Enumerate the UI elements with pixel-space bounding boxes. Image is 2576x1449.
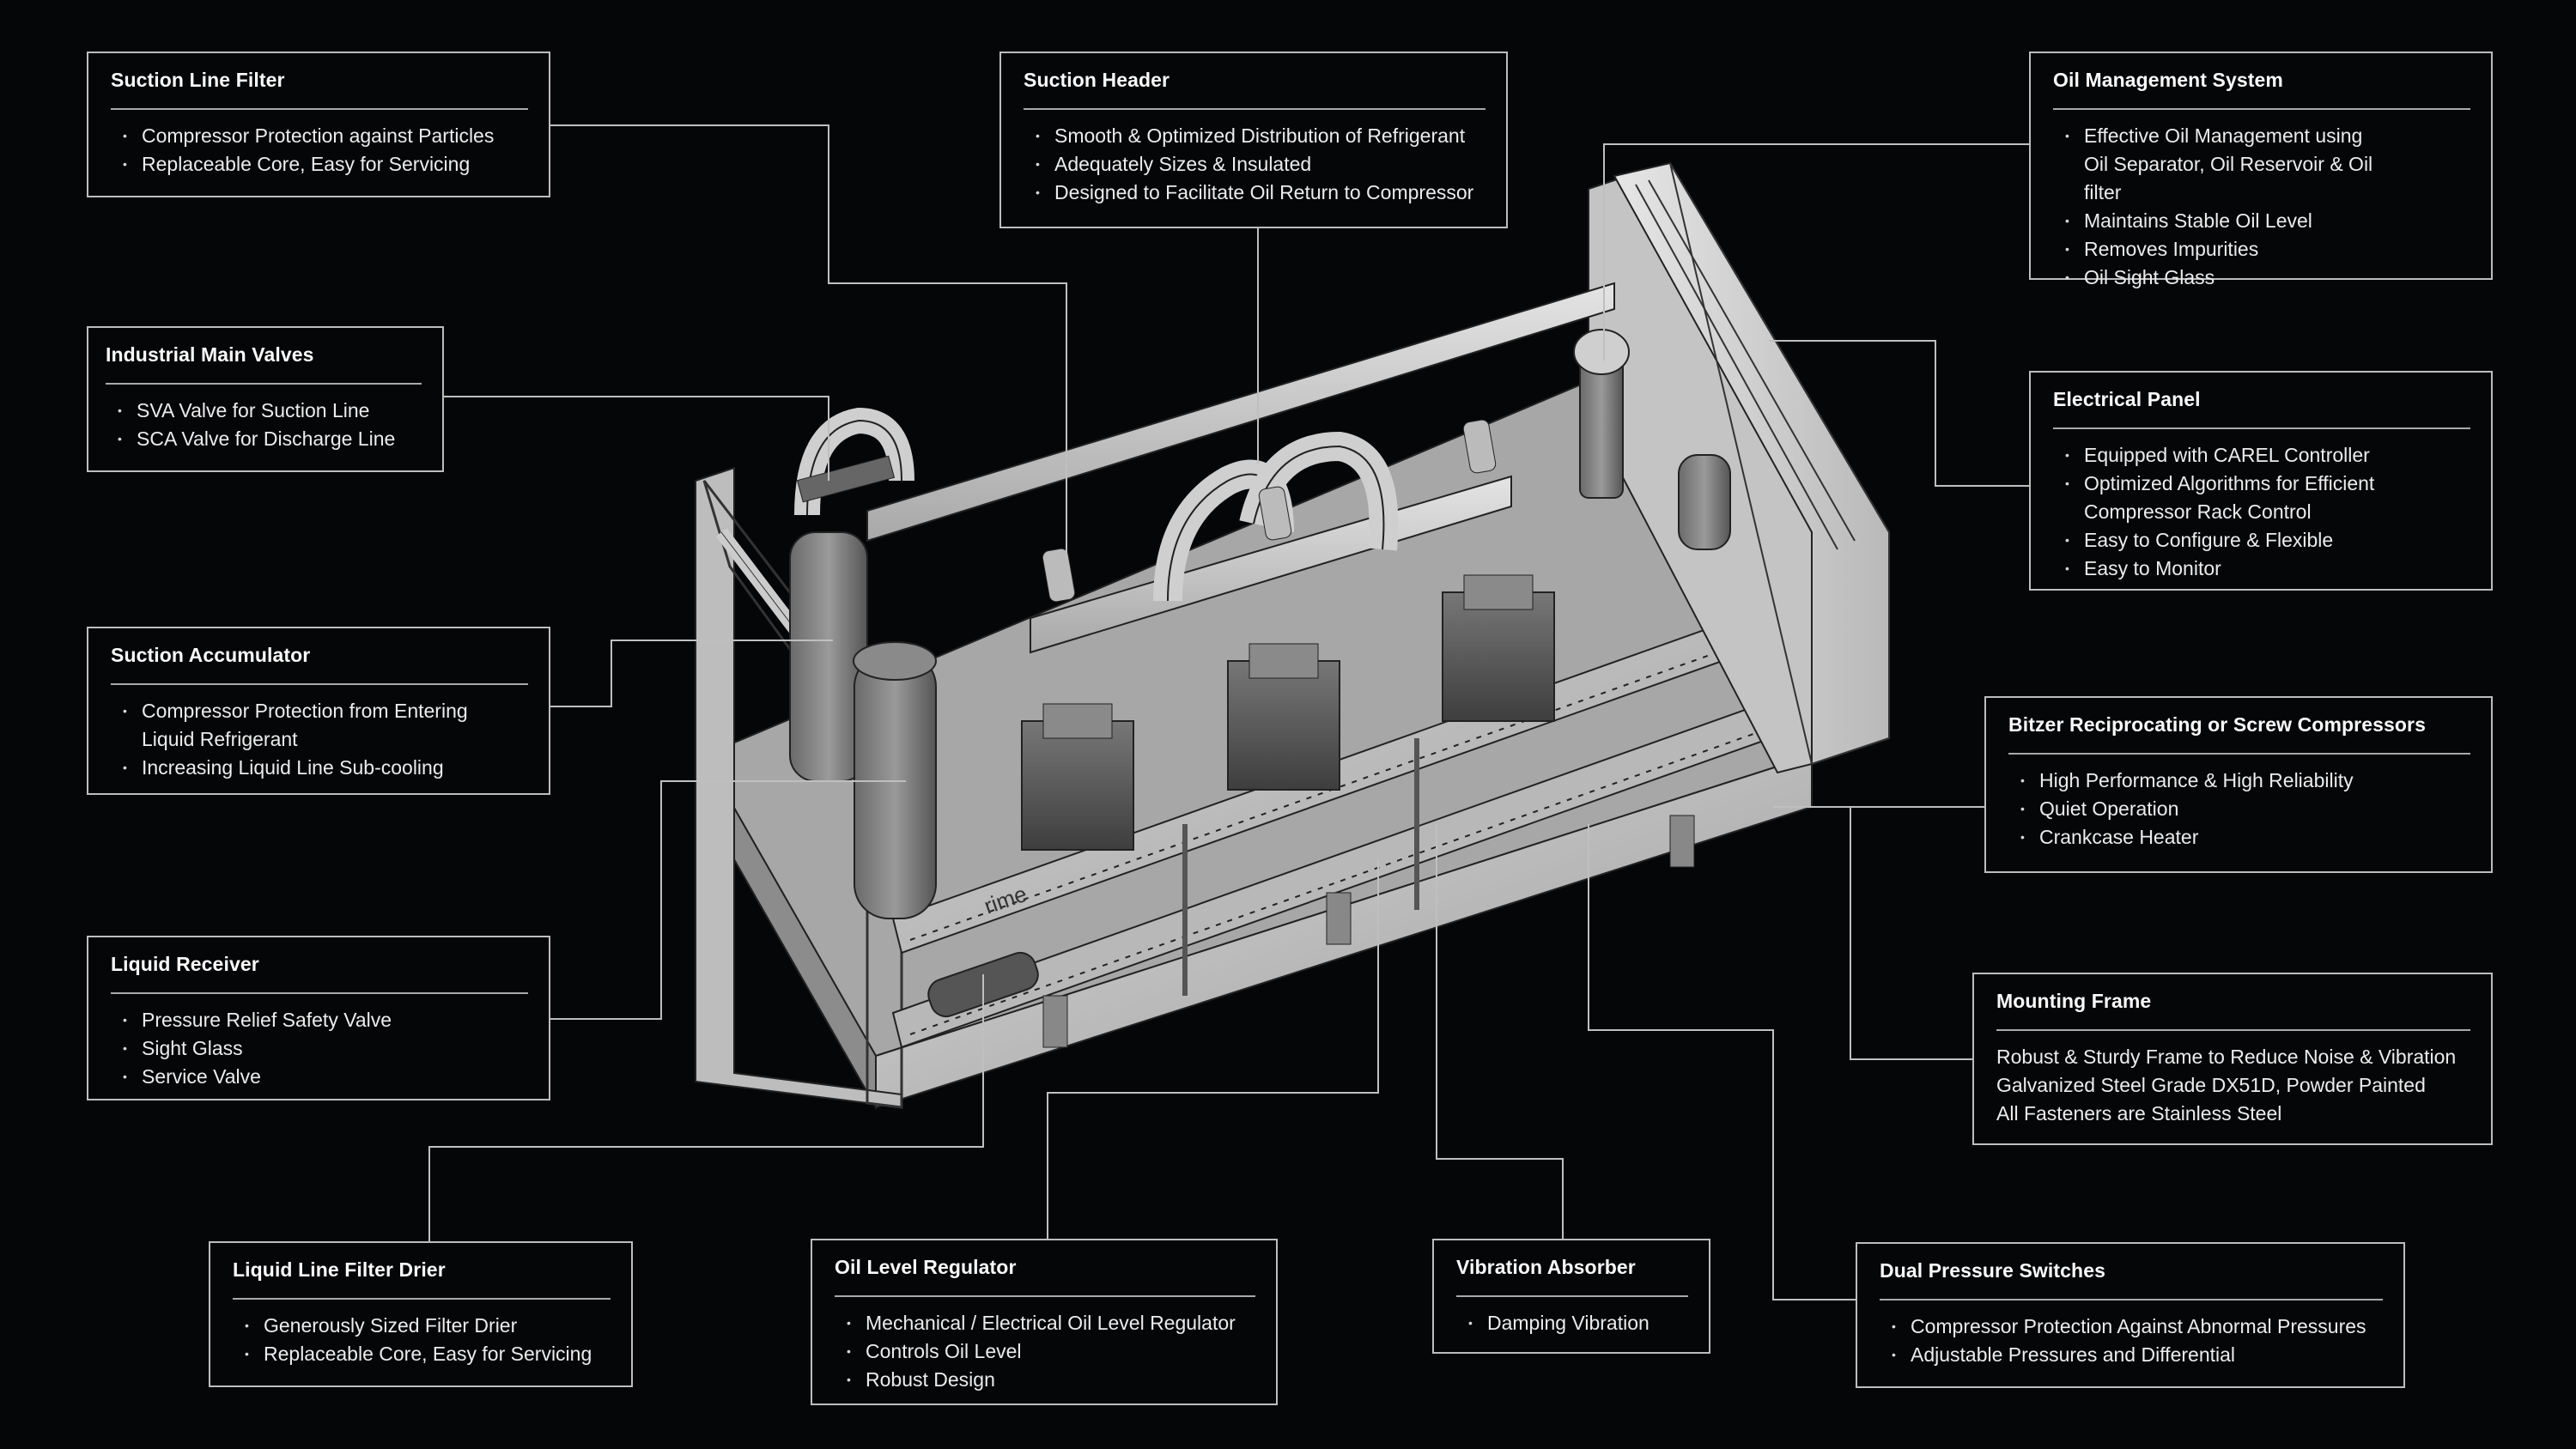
feature-list: Compressor Protection against Particles … bbox=[111, 122, 528, 179]
callout-oil-level-regulator: Oil Level Regulator Mechanical / Electri… bbox=[811, 1239, 1278, 1405]
callout-title: Suction Header bbox=[1024, 69, 1170, 91]
feature-item: Adjustable Pressures and Differential bbox=[1892, 1341, 2383, 1369]
feature-list: High Performance & High Reliability Quie… bbox=[2008, 767, 2470, 852]
feature-list: Pressure Relief Safety Valve Sight Glass… bbox=[111, 1006, 528, 1091]
description-line: Galvanized Steel Grade DX51D, Powder Pai… bbox=[1996, 1074, 2426, 1096]
callout-title: Vibration Absorber bbox=[1456, 1256, 1636, 1278]
feature-item: Oil Sight Glass bbox=[2065, 264, 2376, 292]
callout-title: Electrical Panel bbox=[2053, 388, 2201, 410]
feature-item: Mechanical / Electrical Oil Level Regula… bbox=[847, 1309, 1255, 1337]
divider bbox=[2053, 427, 2470, 429]
feature-list: Effective Oil Management using Oil Separ… bbox=[2053, 122, 2470, 292]
feature-list: SVA Valve for Suction Line SCA Valve for… bbox=[106, 397, 422, 453]
callout-dual-pressure-switches: Dual Pressure Switches Compressor Protec… bbox=[1856, 1242, 2405, 1388]
callout-title: Dual Pressure Switches bbox=[1880, 1259, 2105, 1282]
feature-item: High Performance & High Reliability bbox=[2020, 767, 2470, 795]
description-line: Robust & Sturdy Frame to Reduce Noise & … bbox=[1996, 1046, 2457, 1068]
description-line: All Fasteners are Stainless Steel bbox=[1996, 1102, 2282, 1125]
feature-item: Smooth & Optimized Distribution of Refri… bbox=[1036, 122, 1485, 150]
feature-item: Compressor Protection against Particles bbox=[123, 122, 528, 150]
feature-item: Optimized Algorithms for Efficient Compr… bbox=[2065, 470, 2393, 526]
divider bbox=[1996, 1029, 2470, 1031]
callout-bitzer-compressors: Bitzer Reciprocating or Screw Compressor… bbox=[1984, 696, 2493, 873]
feature-item: Easy to Configure & Flexible bbox=[2065, 526, 2393, 555]
callout-electrical-panel: Electrical Panel Equipped with CAREL Con… bbox=[2029, 371, 2493, 591]
feature-list: Mechanical / Electrical Oil Level Regula… bbox=[835, 1309, 1255, 1394]
callout-title: Industrial Main Valves bbox=[106, 343, 314, 366]
feature-list: Damping Vibration bbox=[1456, 1309, 1688, 1337]
compressors-shape bbox=[1021, 574, 1555, 851]
feature-list: Smooth & Optimized Distribution of Refri… bbox=[1024, 122, 1485, 207]
feature-list: Equipped with CAREL Controller Optimized… bbox=[2053, 441, 2470, 583]
divider bbox=[835, 1295, 1255, 1297]
feature-item: Compressor Protection from Entering Liqu… bbox=[123, 697, 468, 754]
divider bbox=[2053, 108, 2470, 110]
feature-item: Easy to Monitor bbox=[2065, 555, 2393, 583]
feature-item: Replaceable Core, Easy for Servicing bbox=[245, 1340, 611, 1368]
divider bbox=[1024, 108, 1485, 110]
callout-title: Bitzer Reciprocating or Screw Compressor… bbox=[2008, 713, 2426, 736]
callout-liquid-receiver: Liquid Receiver Pressure Relief Safety V… bbox=[87, 936, 550, 1100]
feature-item: Controls Oil Level bbox=[847, 1337, 1255, 1366]
feature-item: Robust Design bbox=[847, 1366, 1255, 1394]
feature-list: Generously Sized Filter Drier Replaceabl… bbox=[233, 1312, 611, 1368]
callout-industrial-main-valves: Industrial Main Valves SVA Valve for Suc… bbox=[87, 326, 444, 472]
feature-item: Maintains Stable Oil Level bbox=[2065, 207, 2376, 235]
divider bbox=[111, 683, 528, 685]
callout-title: Suction Accumulator bbox=[111, 644, 311, 666]
feature-item: Quiet Operation bbox=[2020, 795, 2470, 823]
feature-item: Equipped with CAREL Controller bbox=[2065, 441, 2393, 470]
feature-item: Adequately Sizes & Insulated bbox=[1036, 150, 1485, 179]
divider bbox=[111, 108, 528, 110]
feature-item: Designed to Facilitate Oil Return to Com… bbox=[1036, 179, 1485, 207]
feature-list: Compressor Protection Against Abnormal P… bbox=[1880, 1313, 2383, 1369]
feature-item: SVA Valve for Suction Line bbox=[118, 397, 422, 425]
feature-item: Crankcase Heater bbox=[2020, 823, 2470, 852]
feature-item: Replaceable Core, Easy for Servicing bbox=[123, 150, 528, 179]
feature-item: Sight Glass bbox=[123, 1034, 528, 1063]
callout-title: Oil Level Regulator bbox=[835, 1256, 1017, 1278]
liquid-receiver-shape bbox=[853, 641, 937, 919]
callout-title: Liquid Receiver bbox=[111, 953, 259, 975]
divider bbox=[111, 992, 528, 994]
feature-item: Pressure Relief Safety Valve bbox=[123, 1006, 528, 1034]
feature-item: SCA Valve for Discharge Line bbox=[118, 425, 422, 453]
callout-liquid-line-filter-drier: Liquid Line Filter Drier Generously Size… bbox=[209, 1241, 633, 1387]
feature-item: Increasing Liquid Line Sub-cooling bbox=[123, 754, 468, 782]
divider bbox=[1456, 1295, 1688, 1297]
feature-item: Generously Sized Filter Drier bbox=[245, 1312, 611, 1340]
feature-item: Removes Impurities bbox=[2065, 235, 2376, 264]
divider bbox=[1880, 1299, 2383, 1300]
feature-list: Compressor Protection from Entering Liqu… bbox=[111, 697, 528, 782]
feature-item: Damping Vibration bbox=[1468, 1309, 1688, 1337]
suction-filters-shape bbox=[1042, 419, 1497, 603]
callout-title: Oil Management System bbox=[2053, 69, 2283, 91]
divider bbox=[233, 1298, 611, 1300]
divider bbox=[2008, 753, 2470, 755]
callout-suction-header: Suction Header Smooth & Optimized Distri… bbox=[999, 52, 1508, 228]
callout-vibration-absorber: Vibration Absorber Damping Vibration bbox=[1432, 1239, 1710, 1354]
callout-title: Suction Line Filter bbox=[111, 69, 285, 91]
callout-suction-line-filter: Suction Line Filter Compressor Protectio… bbox=[87, 52, 550, 197]
divider bbox=[106, 383, 422, 385]
feature-item: Effective Oil Management using Oil Separ… bbox=[2065, 122, 2376, 207]
callout-suction-accumulator: Suction Accumulator Compressor Protectio… bbox=[87, 627, 550, 795]
feature-item: Compressor Protection Against Abnormal P… bbox=[1892, 1313, 2383, 1341]
callout-title: Liquid Line Filter Drier bbox=[233, 1258, 446, 1281]
callout-mounting-frame: Mounting Frame Robust & Sturdy Frame to … bbox=[1972, 973, 2493, 1145]
callout-oil-management-system: Oil Management System Effective Oil Mana… bbox=[2029, 52, 2493, 292]
feature-item: Service Valve bbox=[123, 1063, 528, 1091]
callout-title: Mounting Frame bbox=[1996, 990, 2152, 1012]
